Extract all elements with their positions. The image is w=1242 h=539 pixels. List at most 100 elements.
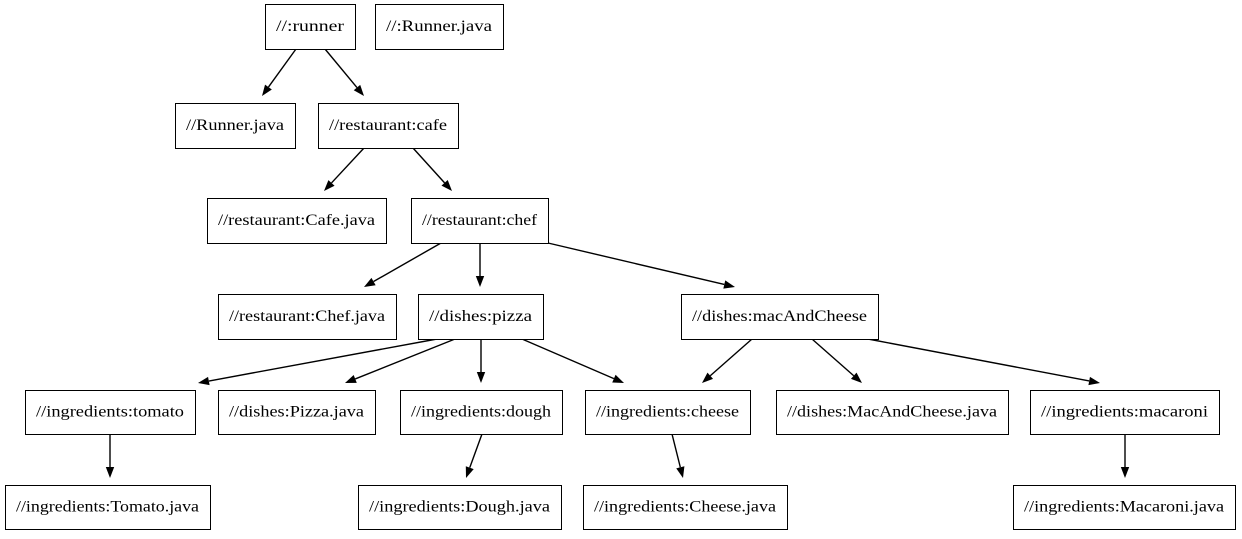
graph-edge [465,433,483,478]
graph-edge [105,434,115,478]
edge-arrowhead-icon [198,376,210,386]
edge-arrowhead-icon [1120,467,1130,478]
node-box[interactable] [207,198,387,244]
node-label: //ingredients:dough [411,404,551,421]
graph-node[interactable]: //dishes:MacAndCheese.java [776,390,1009,435]
node-box[interactable] [5,485,211,530]
edge-arrowhead-icon [1088,376,1100,386]
node-box[interactable] [175,103,296,149]
graph-node[interactable]: //dishes:Pizza.java [218,390,376,435]
node-box[interactable] [218,294,397,340]
graph-node[interactable]: //ingredients:cheese [585,390,751,435]
node-box[interactable] [585,390,751,435]
graph-node[interactable]: //Runner.java [175,103,296,149]
graph-node[interactable]: //ingredients:Tomato.java [5,485,211,530]
edge-arrowhead-icon [723,280,735,289]
edge-layer [105,48,1130,478]
node-layer: //:runner //:Runner.java //Runner.java //re… [5,4,1236,530]
graph-node[interactable]: //ingredients:Dough.java [358,485,562,530]
node-label: //ingredients:tomato [36,404,184,421]
graph-edge [811,338,862,383]
node-label: //dishes:macAndCheese [692,308,867,325]
edge-line [208,338,438,382]
graph-edge [476,339,486,383]
graph-node[interactable]: //restaurant:cafe [318,103,459,149]
edge-line [267,48,297,88]
edge-line [412,147,446,184]
edge-line [867,338,1090,382]
edge-arrowhead-icon [441,180,452,191]
node-label: //ingredients:cheese [596,404,739,421]
edge-arrowhead-icon [324,180,335,191]
node-box[interactable] [418,294,544,340]
node-label: //restaurant:chef [422,212,538,229]
edge-arrowhead-icon [702,372,714,383]
edge-line [709,338,753,377]
graph-node[interactable]: //ingredients:Cheese.java [583,485,788,530]
edge-arrowhead-icon [345,375,357,383]
node-label: //dishes:pizza [429,308,532,325]
graph-edge [345,338,456,383]
graph-node[interactable]: //restaurant:Cafe.java [207,198,387,244]
node-label: //ingredients:Cheese.java [594,499,776,516]
node-box[interactable] [25,390,196,435]
node-label: //restaurant:cafe [329,117,447,134]
graph-edge [198,338,438,386]
node-label: //ingredients:Macaroni.java [1024,499,1224,516]
graph-node[interactable]: //dishes:pizza [418,294,544,340]
node-label: //ingredients:macaroni [1041,404,1209,421]
edge-line [811,338,855,377]
graph-edge [547,242,735,289]
node-label: //restaurant:Chef.java [229,308,385,325]
graph-node[interactable]: //dishes:macAndCheese [681,294,879,340]
edge-line [324,48,358,88]
node-box[interactable] [400,390,563,435]
edge-arrowhead-icon [476,372,486,383]
edge-line [469,433,483,468]
node-box[interactable] [583,485,788,530]
node-box[interactable] [265,4,356,50]
node-label: //restaurant:Cafe.java [218,212,375,229]
node-label: //ingredients:Dough.java [369,499,550,516]
graph-node[interactable]: //ingredients:dough [400,390,563,435]
node-box[interactable] [218,390,376,435]
graph-edge [324,48,364,96]
graph-edge [262,48,297,96]
node-box[interactable] [358,485,562,530]
edge-arrowhead-icon [353,84,364,96]
graph-node[interactable]: //ingredients:tomato [25,390,196,435]
graph-edge [475,243,485,287]
edge-line [547,242,725,286]
node-box[interactable] [681,294,879,340]
node-label: //:Runner.java [386,18,492,35]
node-box[interactable] [776,390,1009,435]
graph-node[interactable]: //restaurant:Chef.java [218,294,397,340]
edge-arrowhead-icon [105,467,115,478]
node-box[interactable] [375,4,504,50]
graph-node[interactable]: //ingredients:Macaroni.java [1013,485,1236,530]
graph-node[interactable]: //:Runner.java [375,4,504,50]
graph-edge [412,147,452,191]
node-box[interactable] [1030,390,1220,435]
node-box[interactable] [318,103,459,149]
edge-arrowhead-icon [676,466,685,478]
node-label: //ingredients:Tomato.java [16,499,199,516]
node-box[interactable] [1013,485,1236,530]
edge-arrowhead-icon [850,372,862,383]
edge-line [373,242,442,283]
edge-line [521,338,615,380]
edge-line [671,433,682,468]
graph-edge [671,433,685,478]
graph-node[interactable]: //ingredients:macaroni [1030,390,1220,435]
edge-line [354,338,456,380]
graph-node[interactable]: //restaurant:chef [411,198,549,244]
graph-edge [867,338,1100,386]
edge-arrowhead-icon [364,277,376,287]
edge-line [330,147,365,184]
graph-edge [521,338,624,383]
edge-arrowhead-icon [475,276,485,287]
graph-node[interactable]: //:runner [265,4,356,50]
node-box[interactable] [411,198,549,244]
